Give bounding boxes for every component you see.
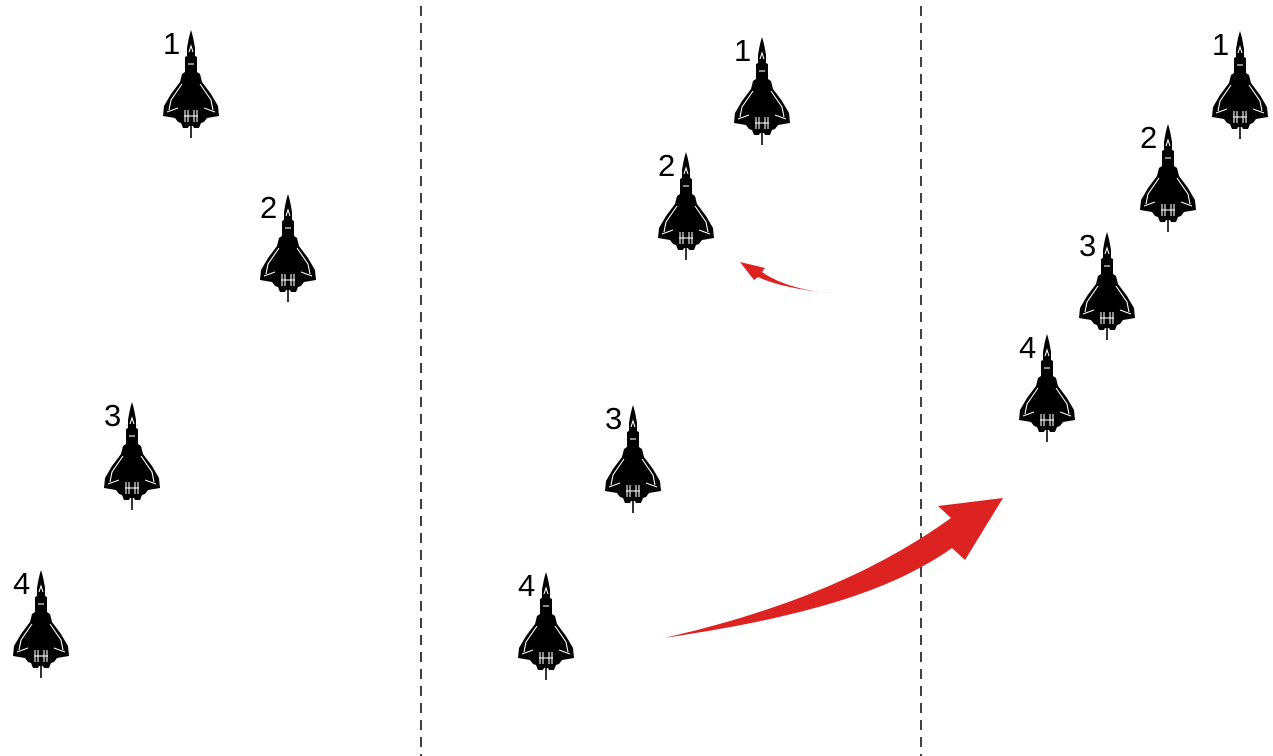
aircraft-3: 3 [604, 401, 662, 514]
aircraft-label: 1 [734, 33, 751, 68]
aircraft-label: 4 [1019, 330, 1036, 365]
aircraft-2: 2 [259, 190, 317, 303]
maneuver-arrows [664, 262, 1003, 638]
aircraft-label: 1 [1212, 27, 1229, 62]
aircraft-1: 1 [733, 33, 791, 146]
panel-1: 1 2 3 4 [12, 26, 317, 679]
curved-arrow-icon [740, 262, 832, 293]
aircraft-label: 2 [658, 148, 675, 183]
aircraft-2: 2 [1139, 120, 1197, 233]
aircraft-4: 4 [12, 566, 70, 679]
aircraft-label: 3 [605, 401, 622, 436]
aircraft-2: 2 [657, 148, 715, 261]
aircraft-label: 2 [260, 190, 277, 225]
aircraft-label: 4 [518, 568, 535, 603]
aircraft-4: 4 [1018, 330, 1076, 443]
panel-2: 1 2 3 4 [517, 33, 791, 681]
aircraft-label: 4 [13, 566, 30, 601]
aircraft-label: 1 [163, 26, 180, 61]
aircraft-layer: 1 2 3 4 1 2 3 4 1 2 3 4 [12, 26, 1269, 681]
aircraft-1: 1 [162, 26, 220, 139]
panel-3: 1 2 3 4 [1018, 27, 1269, 443]
aircraft-label: 2 [1140, 120, 1157, 155]
curved-arrow-icon [664, 498, 1003, 638]
aircraft-3: 3 [103, 398, 161, 511]
aircraft-label: 3 [104, 398, 121, 433]
aircraft-3: 3 [1078, 228, 1136, 341]
aircraft-label: 3 [1079, 228, 1096, 263]
aircraft-1: 1 [1211, 27, 1269, 140]
aircraft-4: 4 [517, 568, 575, 681]
